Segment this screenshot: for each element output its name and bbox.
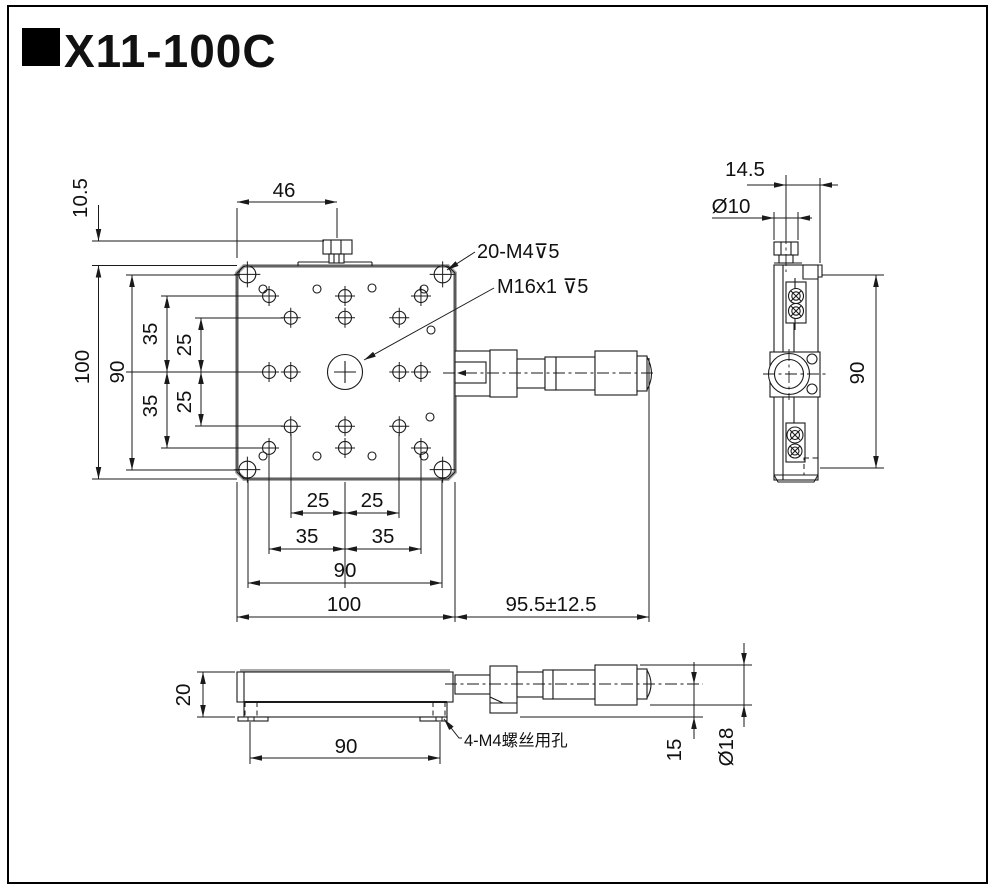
- front-view: 20 90 15 Ø18 4-M4螺丝用孔: [172, 643, 752, 766]
- dim-25-bottom-left: 25: [307, 489, 330, 512]
- dim-90-left: 90: [106, 361, 129, 384]
- side-view: 14.5 Ø10 90: [712, 158, 884, 483]
- side-screw-icon: [787, 302, 805, 320]
- plan-lock-knob: [297, 239, 373, 266]
- dim-25-lower: 25: [173, 391, 196, 414]
- dim-100-left: 100: [71, 350, 94, 384]
- sheet-border: [7, 5, 988, 884]
- hidden-mount-hole: [432, 702, 446, 721]
- dim-90-side: 90: [846, 362, 869, 385]
- dim-90-bottom: 90: [334, 559, 357, 582]
- dim-90-front: 90: [335, 735, 358, 758]
- dim-20: 20: [172, 684, 195, 707]
- title-block: X11-100C: [22, 25, 277, 77]
- dim-10-5: 10.5: [69, 178, 92, 218]
- note-center-thread: M16x1 ⊽5: [497, 276, 588, 298]
- hole-pattern: [234, 261, 456, 483]
- hidden-mount-hole: [244, 702, 258, 721]
- plan-micrometer: [443, 349, 656, 398]
- side-screw-icon: [787, 287, 805, 305]
- center-thread-hole: [326, 353, 364, 391]
- page-title: X11-100C: [64, 25, 277, 77]
- dim-dia-18: Ø18: [715, 728, 738, 767]
- dim-100-bottom: 100: [327, 593, 361, 616]
- front-micrometer: [445, 664, 703, 714]
- dim-35-bottom-left: 35: [296, 525, 319, 548]
- dim-35-lower: 35: [139, 395, 162, 418]
- dim-14-5: 14.5: [725, 158, 765, 181]
- dim-35-bottom-right: 35: [372, 525, 395, 548]
- title-square-icon: [22, 28, 60, 66]
- dim-46: 46: [273, 179, 296, 202]
- dim-dia-10: Ø10: [712, 195, 751, 218]
- dim-35-upper: 35: [139, 323, 162, 346]
- side-screw-icon: [786, 426, 804, 444]
- plan-view: 46 10.5 100 90 35 25 25 35 25 25 35 35 9…: [69, 178, 656, 622]
- note-mount-holes: 4-M4螺丝用孔: [464, 731, 568, 750]
- dim-25-bottom-right: 25: [361, 489, 384, 512]
- note-tapped-holes: 20-M4⊽5: [477, 241, 559, 263]
- dim-15: 15: [663, 739, 686, 762]
- dim-micrometer-length: 95.5±12.5: [505, 593, 596, 616]
- dim-25-upper: 25: [173, 334, 196, 357]
- side-screw-icon: [787, 443, 803, 459]
